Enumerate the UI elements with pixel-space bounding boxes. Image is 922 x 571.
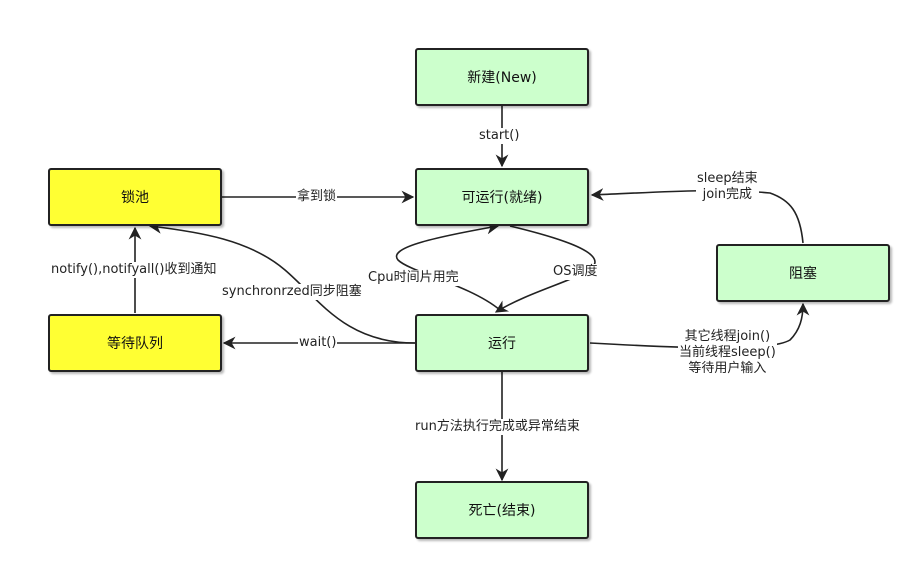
edge-running-to-lockpool <box>148 221 416 344</box>
unblock-reason-sleep: sleep结束 <box>697 171 758 186</box>
label-synchronized: synchronrzed同步阻塞 <box>221 284 363 300</box>
label-notify: notify(),notifyall()收到通知 <box>50 262 218 278</box>
node-dead: 死亡(结束) <box>415 481 589 539</box>
block-reason-sleep: 当前线程sleep() <box>679 345 776 360</box>
node-lock-pool: 锁池 <box>48 168 222 226</box>
block-reason-join: 其它线程join() <box>684 329 771 344</box>
node-blocked: 阻塞 <box>716 244 890 302</box>
label-unblock-reasons: sleep结束 join完成 <box>696 171 759 203</box>
node-running: 运行 <box>415 314 589 372</box>
label-cpu-slice: Cpu时间片用完 <box>367 270 460 286</box>
label-block-reasons: 其它线程join() 当前线程sleep() 等待用户输入 <box>678 329 777 377</box>
node-runnable: 可运行(就绪) <box>415 168 589 226</box>
edge-runnable-to-running <box>494 225 596 313</box>
label-run-done: run方法执行完成或异常结束 <box>414 419 581 435</box>
label-os-schedule: OS调度 <box>552 264 599 280</box>
label-got-lock: 拿到锁 <box>296 189 338 205</box>
label-wait: wait() <box>298 335 338 351</box>
node-new: 新建(New) <box>415 48 589 106</box>
block-reason-input: 等待用户输入 <box>688 361 767 376</box>
edge-running-to-runnable <box>395 221 501 311</box>
node-wait-queue: 等待队列 <box>48 314 222 372</box>
unblock-reason-join: join完成 <box>702 187 753 202</box>
label-start: start() <box>478 128 521 144</box>
